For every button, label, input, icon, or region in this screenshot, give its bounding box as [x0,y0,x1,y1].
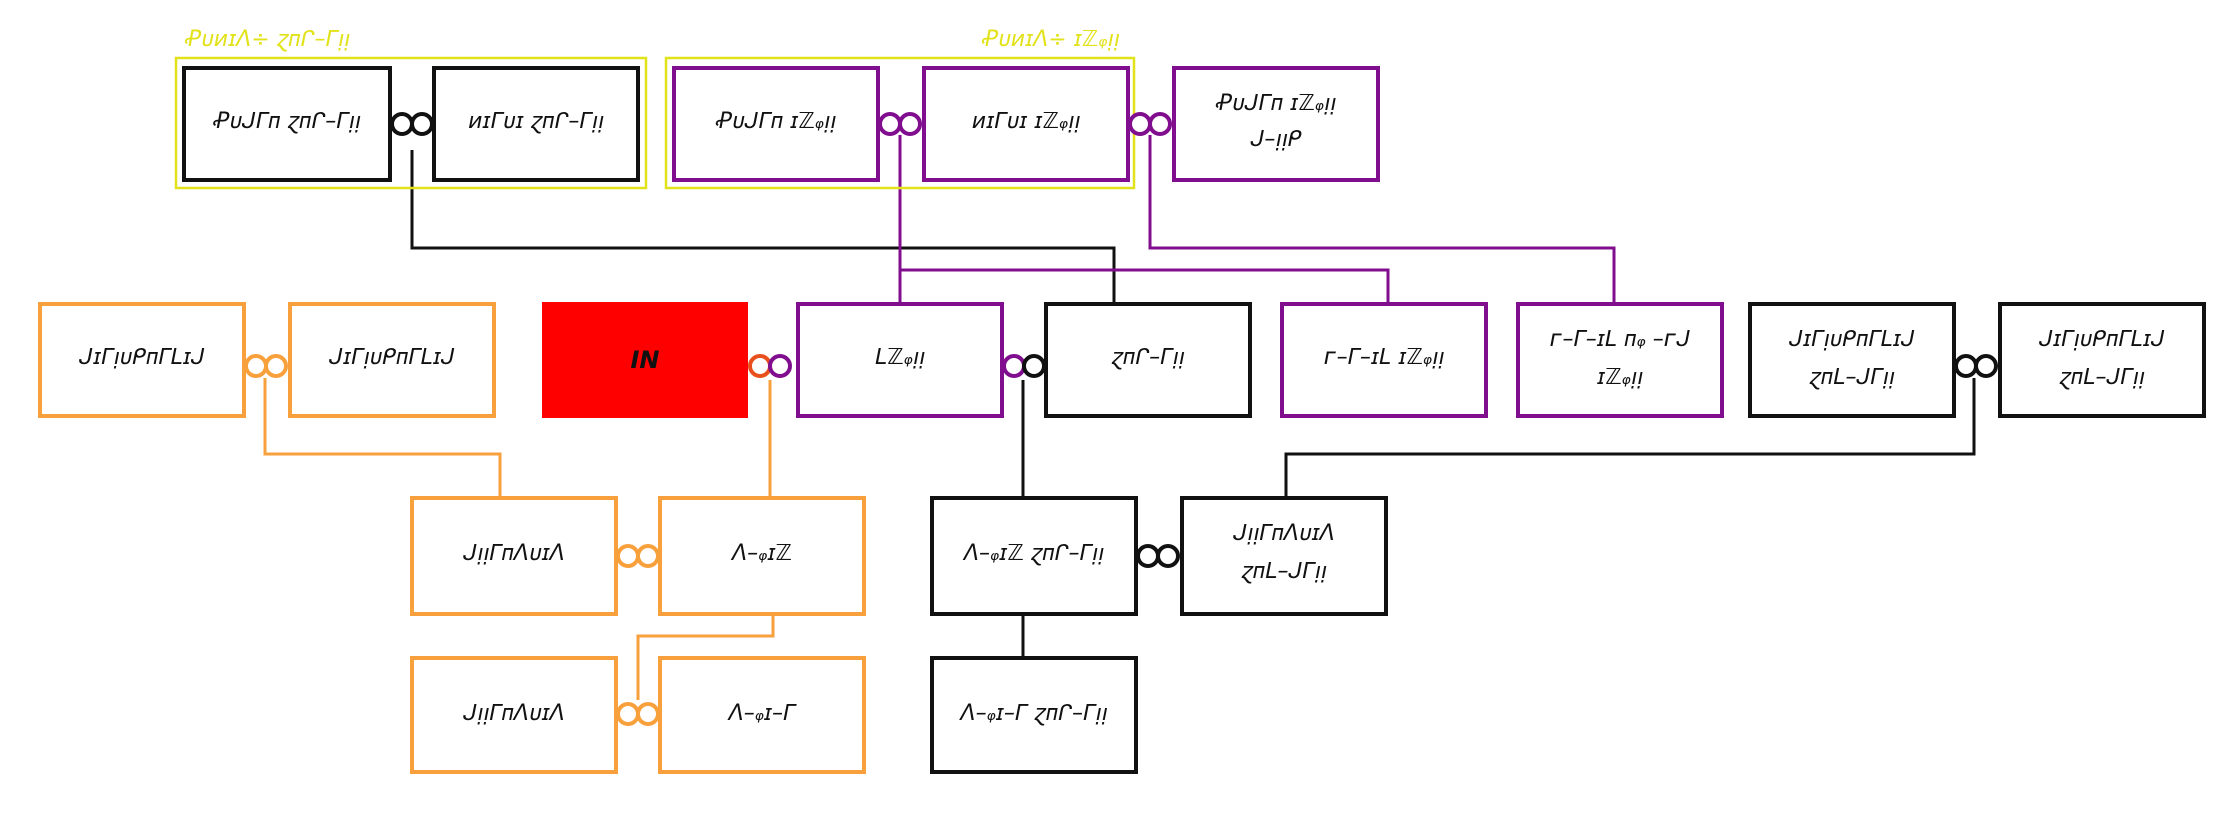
couple-ring-n15-n16 [616,544,660,568]
node-n12[interactable]: ᴦ–ᒥ–ɪᒪ ᴨᵩ –ᴦᒍ ɪℤᵩᴉᴉ [1516,302,1724,418]
line-black-couple-to-n18 [1284,378,1976,498]
node-n20-label: Ʌ–ᵩɪ–ᒥ [727,701,797,726]
couple-ring-n03-n04 [878,112,922,136]
node-n08-label: IN [630,346,659,374]
node-n10-label: ɀᴨᒋ–ᒥᴉᴉ [1111,345,1184,370]
node-n05[interactable]: Ꝓᴜᒍᒥᴨ ɪℤᵩᴉᴉ ᒍ–ᴉᴉᑭ [1172,66,1380,182]
node-n05-label-line2: ᒍ–ᴉᴉᑭ [1250,127,1303,152]
node-n14[interactable]: ᒍɪᒥᴉᴜᑭᴨᒥᒪɪᒍ ɀᴨᒪ–ᒍᒥᴉᴉ [1998,302,2206,418]
couple-ring-n19-n20 [616,702,660,726]
node-n15[interactable]: ᒍᴉᴉᒥᴨɅᴜɪɅ [410,496,618,616]
couple-ring-n17-n18 [1136,544,1180,568]
group-label-right: ꝒᴜᴎɪɅ÷ ɪℤᵩᴉᴉ [981,27,1120,52]
node-n02[interactable]: ᴎɪᒥᴜɪ ɀᴨᒋ–ᒥᴉᴉ [432,66,640,182]
node-n09-label: ᒪℤᵩᴉᴉ [875,345,925,370]
node-n21[interactable]: Ʌ–ᵩɪ–ᒥ ɀᴨᒋ–ᒥᴉᴉ [930,656,1138,774]
node-n16-label: Ʌ–ᵩɪℤ [730,541,792,566]
couple-ring-n13-n14 [1954,354,1998,378]
node-n14-label-line1: ᒍɪᒥᴉᴜᑭᴨᒥᒪɪᒍ [2038,327,2165,352]
group-label-left: ꝒᴜᴎɪɅ÷ ɀᴨᒋ–ᒥᴉᴉ [184,27,350,52]
line-orange-couple-to-n20 [636,614,775,700]
node-n09[interactable]: ᒪℤᵩᴉᴉ [796,302,1004,418]
node-n14-label-line2: ɀᴨᒪ–ᒍᒥᴉᴉ [2059,365,2145,390]
node-n10[interactable]: ɀᴨᒋ–ᒥᴉᴉ [1044,302,1252,418]
couple-connectors [244,112,1998,726]
node-n01-label: Ꝓᴜᒍᒥᴨ ɀᴨᒋ–ᒥᴉᴉ [212,109,361,134]
node-n03-label: Ꝓᴜᒍᒥᴨ ɪℤᵩᴉᴉ [715,109,836,134]
node-n04-label: ᴎɪᒥᴜɪ ɪℤᵩᴉᴉ [972,109,1080,134]
node-n18-label-line2: ɀᴨᒪ–ᒍᒥᴉᴉ [1241,559,1327,584]
node-n12-label-line2: ɪℤᵩᴉᴉ [1597,365,1643,390]
node-n18[interactable]: ᒍᴉᴉᒥᴨɅᴜɪɅ ɀᴨᒪ–ᒍᒥᴉᴉ [1180,496,1388,616]
node-n15-label: ᒍᴉᴉᒥᴨɅᴜɪɅ [462,541,565,566]
node-n07-label: ᒍɪᒥᴉᴜᑭᴨᒥᒪɪᒍ [328,345,455,370]
node-n20[interactable]: Ʌ–ᵩɪ–ᒥ [658,656,866,774]
node-n07[interactable]: ᒍɪᒥᴉᴜᑭᴨᒥᒪɪᒍ [288,302,496,418]
node-n13-label-line2: ɀᴨᒪ–ᒍᒥᴉᴉ [1809,365,1895,390]
node-n11-label: ᴦ–ᒥ–ɪᒪ ɪℤᵩᴉᴉ [1324,345,1444,370]
node-n06[interactable]: ᒍɪᒥᴉᴜᑭᴨᒥᒪɪᒍ [38,302,246,418]
node-n17[interactable]: Ʌ–ᵩɪℤ ɀᴨᒋ–ᒥᴉᴉ [930,496,1138,616]
node-n02-label: ᴎɪᒥᴜɪ ɀᴨᒋ–ᒥᴉᴉ [468,109,604,134]
node-n13-label-line1: ᒍɪᒥᴉᴜᑭᴨᒥᒪɪᒍ [1788,327,1915,352]
node-n11[interactable]: ᴦ–ᒥ–ɪᒪ ɪℤᵩᴉᴉ [1280,302,1488,418]
group-frame-left [174,56,648,190]
line-black-couple-to-n10 [410,150,1116,304]
node-n08[interactable]: IN [542,302,748,418]
couple-ring-n06-n07 [244,354,288,378]
couple-ring-n04-n05 [1128,112,1172,136]
line-purple-couple-to-n11 [900,268,1390,304]
node-n13[interactable]: ᒍɪᒥᴉᴜᑭᴨᒥᒪɪᒍ ɀᴨᒪ–ᒍᒥᴉᴉ [1748,302,1956,418]
couple-ring-n01-n02 [390,112,434,136]
node-n19[interactable]: ᒍᴉᴉᒥᴨɅᴜɪɅ [410,656,618,774]
node-n05-label-line1: Ꝓᴜᒍᒥᴨ ɪℤᵩᴉᴉ [1215,91,1336,116]
node-n16[interactable]: Ʌ–ᵩɪℤ [658,496,866,616]
node-n01[interactable]: Ꝓᴜᒍᒥᴨ ɀᴨᒋ–ᒥᴉᴉ [182,66,392,182]
node-n06-label: ᒍɪᒥᴉᴜᑭᴨᒥᒪɪᒍ [78,345,205,370]
connector-lines [263,135,1976,700]
node-n04[interactable]: ᴎɪᒥᴜɪ ɪℤᵩᴉᴉ [922,66,1130,182]
node-n21-label: Ʌ–ᵩɪ–ᒥ ɀᴨᒋ–ᒥᴉᴉ [959,701,1108,726]
node-n17-label: Ʌ–ᵩɪℤ ɀᴨᒋ–ᒥᴉᴉ [962,541,1104,566]
line-purple-couple-to-n12 [1148,135,1616,304]
couple-ring-n08-n09 [748,354,792,378]
node-n18-label-line1: ᒍᴉᴉᒥᴨɅᴜɪɅ [1232,521,1335,546]
node-n03[interactable]: Ꝓᴜᒍᒥᴨ ɪℤᵩᴉᴉ [672,66,880,182]
node-n19-label: ᒍᴉᴉᒥᴨɅᴜɪɅ [462,701,565,726]
node-n12-label-line1: ᴦ–ᒥ–ɪᒪ ᴨᵩ –ᴦᒍ [1550,327,1691,352]
line-orange-couple-to-n16 [263,378,502,498]
couple-ring-n09-n10 [1002,354,1046,378]
